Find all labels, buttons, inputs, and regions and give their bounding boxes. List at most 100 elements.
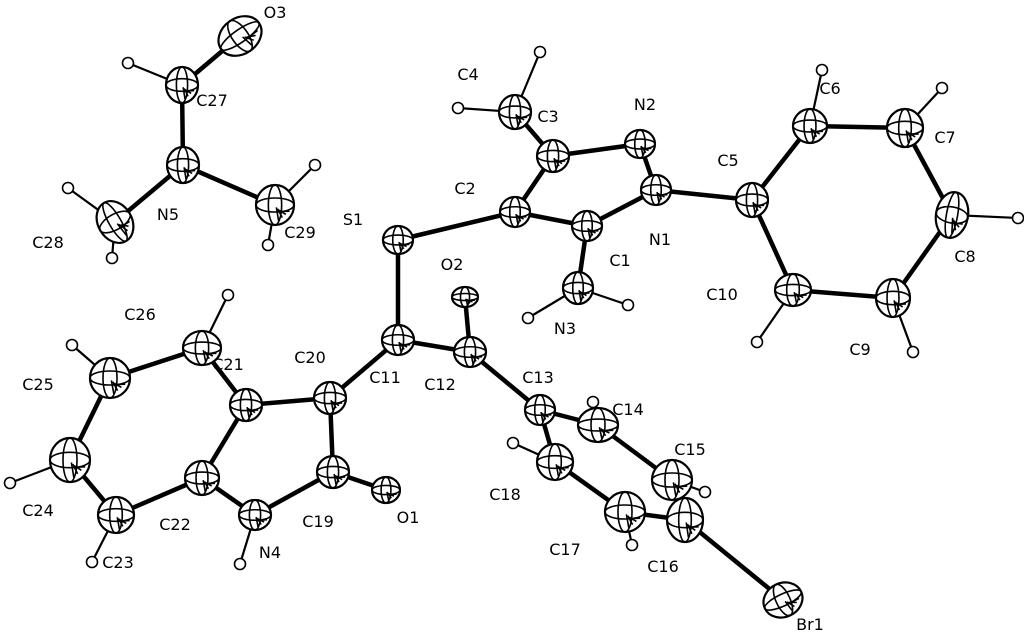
atom-n5 (165, 145, 201, 185)
ellipsoid-hatch-c29-1 (275, 207, 280, 221)
atom-c5 (734, 181, 770, 219)
ellipsoid-hatch-c9-2 (894, 301, 901, 311)
atom-label-s1: S1 (343, 210, 363, 229)
atom-o3 (217, 15, 263, 57)
ellipsoid-c28 (95, 200, 135, 244)
ellipsoid-arc-h-c14 (577, 418, 619, 432)
ellipsoid-c24 (48, 436, 92, 484)
ellipsoid-arc-v-o3 (226, 19, 254, 53)
hydrogen-atom-1 (61, 181, 75, 195)
atom-label-c19: C19 (302, 512, 334, 531)
ellipsoid-arc-v-n4 (248, 499, 262, 531)
ellipsoid-hatch-o1-4 (389, 493, 397, 496)
ellipsoid-c16 (665, 496, 705, 544)
atom-n1 (639, 173, 673, 207)
ellipsoid-arc-h-c19 (316, 465, 350, 479)
ellipsoid-hatch-c20-2 (331, 400, 337, 409)
ellipsoid-hatch-c20-4 (334, 402, 343, 405)
ellipsoid-arc-v-n1 (649, 174, 663, 206)
ellipsoid-hatch-c6-1 (810, 128, 815, 140)
ellipsoid-arc-h-br1 (763, 589, 803, 611)
ellipsoid-hatch-c10-4 (797, 294, 807, 297)
ellipsoid-hatch-c24-2 (72, 463, 79, 475)
atom-n2 (623, 128, 657, 160)
ellipsoid-c23 (96, 495, 136, 535)
atom-label-br1: Br1 (796, 615, 824, 634)
ellipsoid-hatch-c1-4 (591, 229, 599, 232)
atom-c28 (95, 200, 135, 244)
atom-c10 (773, 272, 813, 308)
ellipsoid-arc-h-c11 (381, 333, 415, 347)
ellipsoid-hatch-o1-1 (386, 491, 390, 501)
ellipsoid-hatch-c23-2 (117, 518, 124, 527)
atom-c8 (934, 191, 970, 239)
atom-c15 (650, 458, 694, 502)
ellipsoid-hatch-c6-2 (811, 128, 818, 138)
bond-c16-br1 (682, 517, 786, 603)
ellipsoid-hatch-s1-2 (399, 242, 405, 250)
ellipsoid-hatch-c25-1 (110, 380, 115, 394)
ellipsoid-arc-h-c1 (571, 219, 603, 233)
ellipsoid-arc-h-c26 (182, 341, 222, 355)
ellipsoid-hatch-br1-4 (790, 597, 800, 604)
hydrogen-atom-7 (521, 311, 535, 325)
atom-c29 (254, 183, 296, 227)
atom-label-c8: C8 (954, 247, 975, 266)
ellipsoid-hatch-c15-2 (674, 483, 681, 493)
ellipsoid-hatch-n2-4 (644, 147, 652, 150)
ellipsoid-arc-v-s1 (391, 225, 405, 255)
ellipsoid-hatch-c18-1 (555, 464, 560, 477)
ellipsoid-hatch-c24-3 (73, 464, 82, 472)
atom-c19 (315, 454, 351, 490)
ellipsoid-arc-h-c6 (792, 119, 828, 133)
ellipsoid-arc-v-c4 (508, 94, 522, 130)
atom-label-c25: C25 (22, 375, 54, 394)
atom-label-c10: C10 (706, 285, 738, 304)
ellipsoid-arc-v-c18 (547, 443, 563, 481)
ellipsoid-arc-v-br1 (772, 583, 794, 617)
ellipsoid-s1 (381, 224, 415, 256)
ellipsoid-hatch-o2-1 (465, 298, 469, 306)
atom-labels: O3C27N5C28C29S1C4C3N2C2N1C1N3O2C5C6C7C8C… (22, 3, 975, 634)
atom-label-c24: C24 (22, 501, 54, 520)
ellipsoid-hatch-c13-1 (540, 411, 544, 422)
ellipsoid-hatch-c11-2 (399, 342, 405, 350)
ellipsoid-hatch-c22-2 (203, 480, 210, 490)
atom-label-o2: O2 (441, 255, 464, 274)
atom-c18 (535, 442, 575, 482)
atom-label-c17: C17 (549, 540, 581, 559)
atom-n4 (237, 498, 273, 532)
ellipsoid-c3 (535, 138, 571, 174)
atom-label-n5: N5 (157, 205, 179, 224)
ellipsoid-hatch-c3-4 (557, 160, 566, 163)
ellipsoid-hatch-c13-4 (544, 413, 552, 416)
ellipsoid-hatch-c2-4 (519, 215, 527, 218)
ellipsoid-hatch-c19-2 (334, 474, 340, 483)
ellipsoid-arc-v-n5 (176, 146, 190, 184)
ellipsoid-arc-v-c27 (175, 66, 189, 104)
ellipsoid-hatch-c2-2 (516, 214, 522, 222)
atom-br1 (762, 581, 804, 619)
ellipsoid-arc-h-c9 (875, 290, 911, 306)
ellipsoid-arc-v-n3 (571, 271, 585, 305)
ellipsoid-arc-v-c16 (677, 497, 693, 543)
ellipsoid-n3 (561, 270, 595, 306)
atom-label-c26: C26 (124, 305, 156, 324)
ellipsoid-hatch-br1-1 (784, 600, 793, 612)
ellipsoid-hatch-c17-2 (627, 515, 634, 525)
ellipsoid-hatch-n1-1 (656, 191, 660, 202)
ellipsoid-arc-h-s1 (382, 234, 414, 246)
ellipsoid-c9 (874, 277, 912, 319)
ellipsoid-arc-v-c17 (617, 491, 633, 533)
ellipsoid-hatch-c16-3 (688, 524, 696, 531)
hydrogen-atom-9 (815, 63, 829, 77)
atom-c17 (603, 490, 647, 534)
ellipsoid-arc-v-c14 (590, 407, 606, 443)
atom-label-n3: N3 (554, 319, 576, 338)
ellipsoid-arc-v-c11 (391, 324, 405, 356)
ellipsoid-hatch-c18-2 (556, 465, 563, 474)
ellipsoid-arc-v-n2 (633, 129, 647, 159)
ellipsoid-arc-v-c24 (62, 437, 78, 483)
atom-c14 (576, 406, 620, 444)
atom-label-c28: C28 (32, 233, 64, 252)
